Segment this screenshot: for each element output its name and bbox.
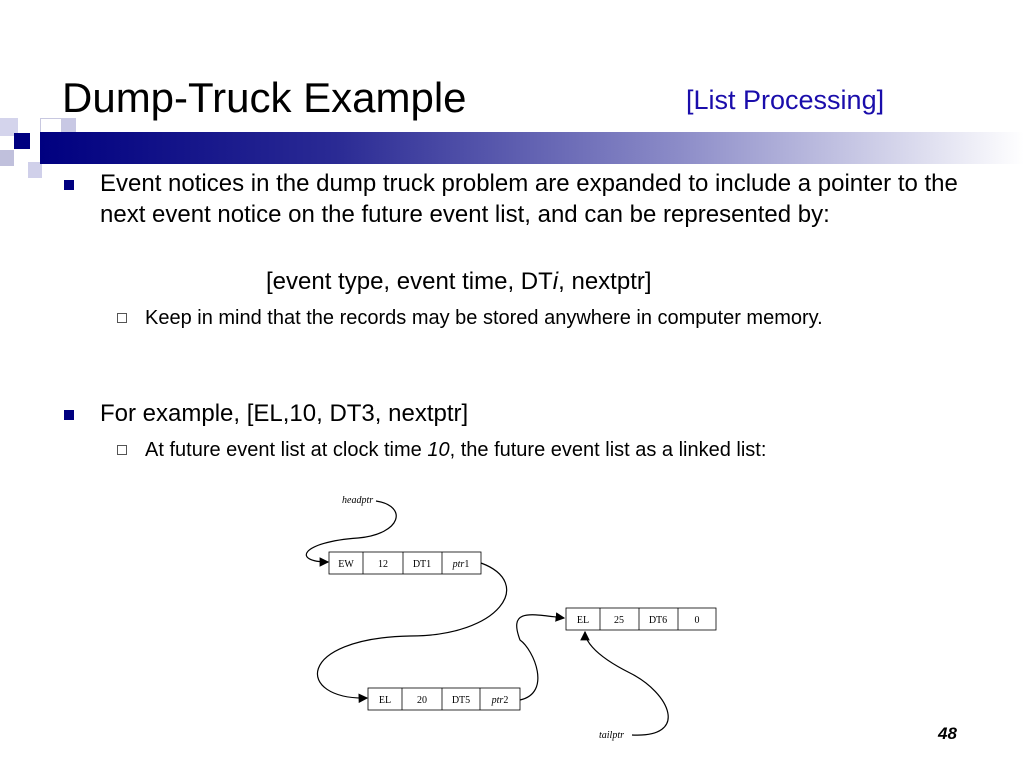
record-3-time: 25	[614, 615, 624, 626]
formula-italic: i	[552, 268, 559, 295]
record-3-type: EL	[577, 615, 589, 626]
bullet-marker	[64, 410, 74, 420]
record-2-type: EL	[379, 695, 391, 706]
page-number: 48	[938, 724, 957, 743]
headptr-arrow	[305, 500, 397, 567]
sub2-after: , the future event list as a linked list…	[449, 439, 767, 461]
bullet-marker	[64, 180, 74, 190]
slide-title: Dump-Truck Example	[62, 74, 467, 121]
sub-bullet-2-text: At future event list at clock time 10, t…	[145, 436, 965, 464]
sub-bullet-1-text: Keep in mind that the records may be sto…	[145, 307, 823, 329]
ptr2-arrow	[516, 612, 566, 701]
event-notice-format: [event type, event time, DTi, nextptr]	[266, 266, 652, 297]
record-1-ptr-name: ptr	[452, 559, 465, 570]
decor-square-8	[28, 162, 42, 178]
bullet-2-text: For example, [EL,10, DT3, nextptr]	[100, 400, 469, 427]
sub2-italic: 10	[427, 439, 450, 461]
record-2-ptr-num: 2	[503, 695, 508, 706]
record-2-ptr: ptr2	[491, 695, 509, 706]
decor-square-2	[19, 118, 36, 136]
record-2: EL 20 DT5 ptr2	[367, 687, 521, 711]
bullet-1-text: Event notices in the dump truck problem …	[100, 170, 958, 228]
title-gradient-bar	[40, 132, 1024, 164]
record-3: EL 25 DT6 0	[565, 607, 717, 631]
sub2-before: At future event list at clock time	[145, 439, 428, 461]
tailptr-arrow	[580, 630, 669, 736]
sub-bullet-marker	[117, 445, 127, 455]
record-2-dt: DT5	[452, 695, 470, 706]
record-3-ptr-num: 0	[695, 615, 700, 626]
record-2-time: 20	[417, 695, 427, 706]
record-1-ptr: ptr1	[452, 559, 470, 570]
record-3-dt: DT6	[649, 615, 667, 626]
record-1-time: 12	[378, 559, 388, 570]
slide-subtitle: [List Processing]	[686, 85, 885, 115]
record-1-dt: DT1	[413, 559, 431, 570]
formula-after: , nextptr]	[558, 268, 652, 295]
decor-square-3	[14, 133, 30, 149]
linked-list-diagram: headptr EW 12 DT1 ptr1 EL 20 DT5 ptr2 EL…	[305, 495, 717, 741]
formula-before: [event type, event time, DT	[266, 268, 553, 295]
record-1: EW 12 DT1 ptr1	[328, 551, 482, 575]
headptr-label: headptr	[342, 495, 373, 506]
decor-square-7	[0, 150, 14, 166]
ptr1-arrow	[316, 562, 508, 704]
record-1-ptr-num: 1	[464, 559, 469, 570]
decor-square-5	[62, 118, 76, 132]
record-2-ptr-name: ptr	[491, 695, 504, 706]
record-1-type: EW	[338, 559, 354, 570]
record-3-ptr: 0	[695, 615, 700, 626]
tailptr-label: tailptr	[599, 730, 624, 741]
sub-bullet-marker	[117, 313, 127, 323]
decor-square-1	[0, 118, 18, 136]
